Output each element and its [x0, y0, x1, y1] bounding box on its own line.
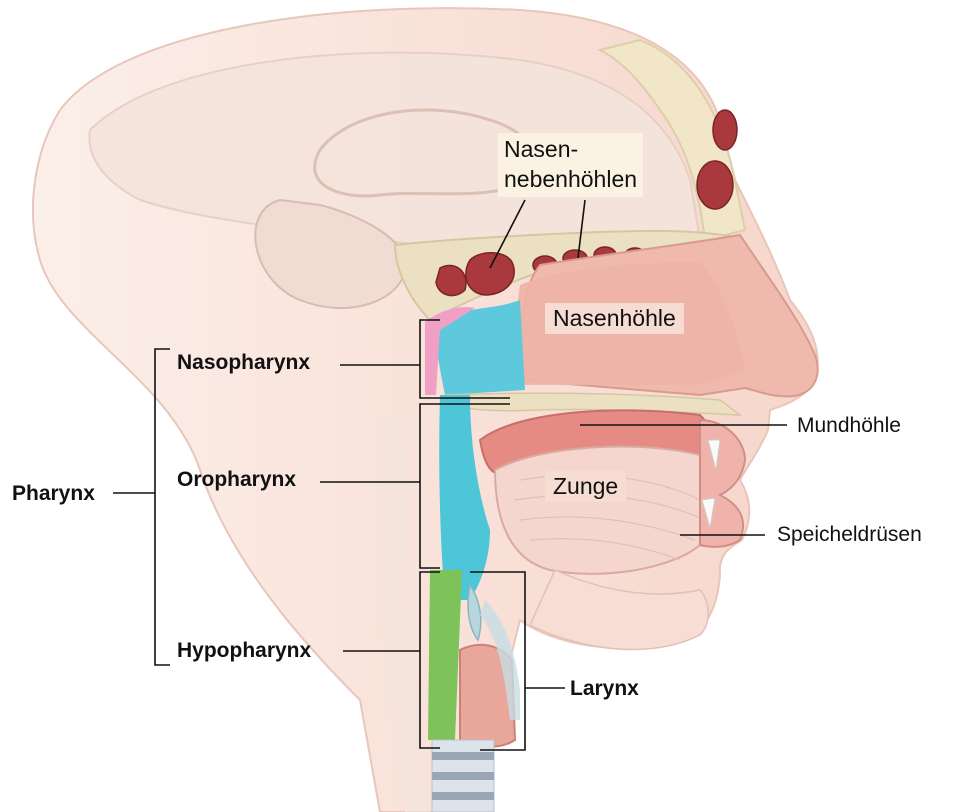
label-mundhoehle: Mundhöhle: [797, 415, 901, 436]
label-speicheldruesen: Speicheldrüsen: [777, 524, 922, 545]
label-nasopharynx: Nasopharynx: [177, 352, 310, 373]
label-hypopharynx: Hypopharynx: [177, 640, 311, 661]
label-nasennebenhoehlen: Nasen- nebenhöhlen: [498, 133, 643, 197]
label-nasennebenhoehlen-line2: nebenhöhlen: [504, 165, 637, 195]
label-larynx: Larynx: [570, 678, 639, 699]
label-nasenhoehle: Nasenhöhle: [545, 303, 684, 334]
label-oropharynx: Oropharynx: [177, 469, 296, 490]
tongue: [495, 447, 717, 574]
label-zunge: Zunge: [545, 471, 626, 502]
label-pharynx: Pharynx: [12, 483, 95, 504]
label-nasennebenhoehlen-line1: Nasen-: [504, 135, 637, 165]
